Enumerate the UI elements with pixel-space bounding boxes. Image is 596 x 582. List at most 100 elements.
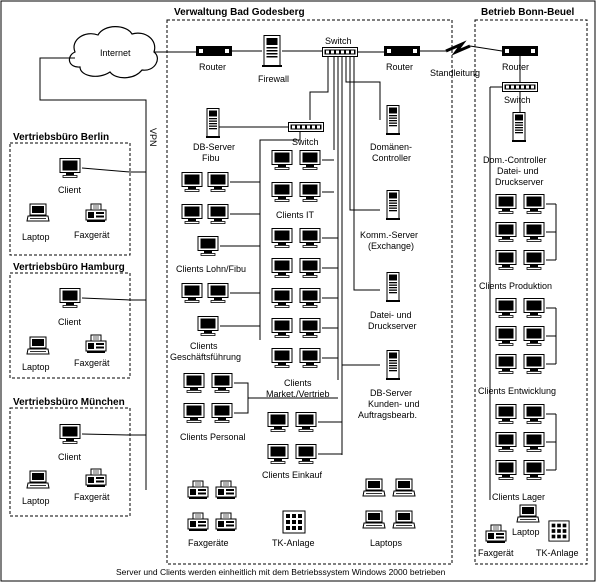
title-bad-godesberg: Verwaltung Bad Godesberg xyxy=(174,7,305,18)
pc-entw-5 xyxy=(495,354,517,374)
pc-mk-6 xyxy=(299,288,321,308)
laptop-beuel-label: Laptop xyxy=(512,527,540,537)
laptops-label: Laptops xyxy=(370,538,403,548)
server-icon-domaene xyxy=(386,105,400,135)
laptop-g-2 xyxy=(392,478,416,497)
pc-lager-6 xyxy=(523,460,545,480)
switch-beuel-label: Switch xyxy=(504,95,531,105)
faxgeraete-label: Faxgeräte xyxy=(188,538,229,548)
pc-mk-3 xyxy=(271,258,293,278)
title-hamburg: Vertriebsbüro Hamburg xyxy=(13,262,125,273)
fax-beuel-label: Faxgerät xyxy=(478,548,514,558)
clients-personal-label: Clients Personal xyxy=(180,432,246,442)
firewall-icon xyxy=(262,35,282,67)
pc-entw-1 xyxy=(495,298,517,318)
link-berlin-pc xyxy=(81,167,131,173)
pc-personal-1 xyxy=(183,373,205,393)
fax-berlin xyxy=(85,203,107,223)
pc-lohn-5 xyxy=(197,236,219,256)
pc-entw-2 xyxy=(523,298,545,318)
pc-mk-8 xyxy=(299,318,321,338)
pc-personal-4 xyxy=(211,403,233,423)
internet-label: Internet xyxy=(100,48,131,58)
fax-g-4 xyxy=(215,512,237,532)
pc-prod-2 xyxy=(523,194,545,214)
pc-mk-1 xyxy=(271,228,293,248)
vpn-label: VPN xyxy=(148,128,158,147)
router-godesberg xyxy=(196,46,232,56)
region-bad-godesberg xyxy=(166,19,453,565)
pc-gf-2 xyxy=(207,283,229,303)
datei-label-1: Datei- und xyxy=(370,310,412,320)
link-switch-datei xyxy=(353,57,380,291)
domctrl-label-3: Druckserver xyxy=(495,177,544,187)
dbkunden-label-3: Auftragsbearb. xyxy=(358,410,417,420)
domctrl-label-1: Dom.-Controller xyxy=(483,155,547,165)
pc-lohn-4 xyxy=(207,204,229,224)
pc-mk-10 xyxy=(299,348,321,368)
muenchen-client-label: Client xyxy=(58,452,82,462)
pc-mk-7 xyxy=(271,318,293,338)
pc-entw-4 xyxy=(523,326,545,346)
pc-lager-5 xyxy=(495,460,517,480)
link-personal xyxy=(234,382,249,414)
pc-ek-4 xyxy=(295,444,317,464)
pc-mk-9 xyxy=(271,348,293,368)
hamburg-laptop-label: Laptop xyxy=(22,362,50,372)
laptop-g-3 xyxy=(362,510,386,529)
main-switch-icon xyxy=(322,47,358,57)
link-standleitung-right xyxy=(469,45,503,52)
clients-einkauf-label: Clients Einkauf xyxy=(262,470,323,480)
region-berlin xyxy=(9,142,131,256)
hamburg-fax-label: Faxgerät xyxy=(74,358,110,368)
clients-lager-label: Clients Lager xyxy=(492,492,545,502)
fax-g-1 xyxy=(187,480,209,500)
berlin-laptop-label: Laptop xyxy=(22,232,50,242)
link-switch-domaene xyxy=(345,57,381,120)
tk-beuel xyxy=(548,520,570,542)
link-hamburg-pc xyxy=(81,297,131,301)
server-icon-datei xyxy=(386,272,400,302)
laptop-g-1 xyxy=(362,478,386,497)
pc-prod-4 xyxy=(523,222,545,242)
komm-label-2: (Exchange) xyxy=(368,241,414,251)
fax-beuel xyxy=(485,524,507,544)
clients-gf-label-2: Geschäftsführung xyxy=(170,352,241,362)
muenchen-laptop-label: Laptop xyxy=(22,496,50,506)
pc-ek-3 xyxy=(267,444,289,464)
pc-personal-2 xyxy=(211,373,233,393)
standleitung-label: Standleitung xyxy=(430,68,480,78)
pc-lager-2 xyxy=(523,404,545,424)
laptop-hamburg xyxy=(26,336,50,355)
berlin-client-label: Client xyxy=(58,185,82,195)
pc-it-1 xyxy=(271,150,293,170)
clients-produktion-label: Clients Produktion xyxy=(479,281,552,291)
vpn-line xyxy=(39,57,147,490)
pc-ek-1 xyxy=(267,412,289,432)
router-godesberg-label: Router xyxy=(199,62,226,72)
tk-anlage-icon xyxy=(282,510,306,534)
pc-mk-2 xyxy=(299,228,321,248)
domctrl-label-2: Datei- und xyxy=(497,166,539,176)
fax-muenchen xyxy=(85,468,107,488)
pc-it-4 xyxy=(299,182,321,202)
dbkunden-label-1: DB-Server xyxy=(370,388,412,398)
berlin-fax-label: Faxgerät xyxy=(74,230,110,240)
clients-entwicklung-label: Clients Entwicklung xyxy=(478,386,556,396)
router-standleitung-label: Router xyxy=(386,62,413,72)
pc-it-2 xyxy=(299,150,321,170)
server-icon-komm xyxy=(386,190,400,220)
title-berlin: Vertriebsbüro Berlin xyxy=(13,132,109,143)
server-icon-fibu xyxy=(206,108,220,138)
link-subswitch-bus xyxy=(259,132,301,340)
server-icon-dbkunden xyxy=(386,350,400,380)
dbserver-fibu-label-1: DB-Server xyxy=(193,142,235,152)
pc-prod-3 xyxy=(495,222,517,242)
pc-lohn-3 xyxy=(181,204,203,224)
router-beuel xyxy=(502,46,538,56)
region-muenchen xyxy=(9,407,131,517)
domaenen-label-2: Controller xyxy=(372,153,411,163)
sub-switch-icon xyxy=(288,122,324,132)
sub-switch-label: Switch xyxy=(292,137,319,147)
